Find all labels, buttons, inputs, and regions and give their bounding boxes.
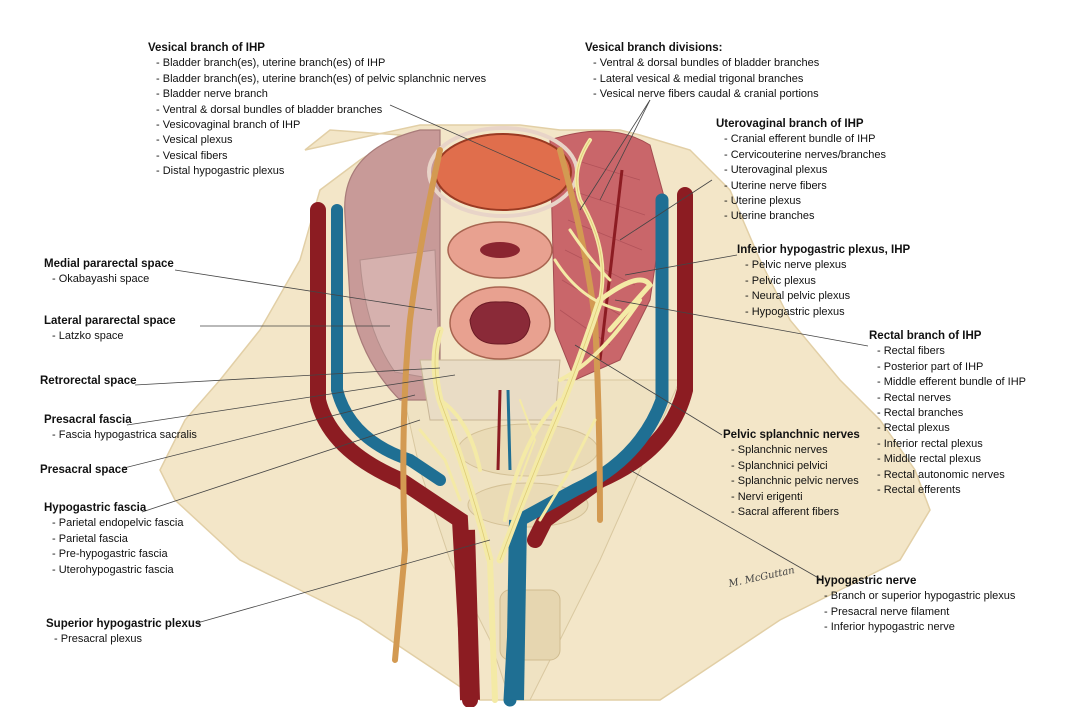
label-item: Distal hypogastric plexus [156, 164, 486, 179]
label-title: Hypogastric fascia [44, 502, 147, 514]
label-item: Presacral plexus [54, 632, 201, 647]
label-item: Bladder nerve branch [156, 87, 486, 102]
label-item: Splanchnic pelvic nerves [731, 474, 860, 489]
label-item: Ventral & dorsal bundles of bladder bran… [156, 103, 486, 118]
label-item: Inferior rectal plexus [877, 437, 1026, 452]
ovarian-artery [598, 169, 624, 361]
label-hypogastric-nerve: Hypogastric nerve Branch or superior hyp… [816, 574, 1015, 636]
label-item: Rectal fibers [877, 344, 1026, 359]
label-item: Splanchnici pelvici [731, 459, 860, 474]
label-item: Rectal efferents [877, 483, 1026, 498]
label-item: Sacral afferent fibers [731, 505, 860, 520]
label-item: Rectal nerves [877, 391, 1026, 406]
label-item: Cranial efferent bundle of IHP [724, 132, 886, 147]
label-item: Uterohypogastric fascia [52, 563, 183, 578]
left-ureter [392, 147, 443, 663]
label-item: Bladder branch(es), uterine branch(es) o… [156, 72, 486, 87]
label-title: Medial pararectal space [44, 258, 174, 270]
label-title: Pelvic splanchnic nerves [723, 429, 860, 441]
label-item: Parietal endopelvic fascia [52, 516, 184, 531]
label-presacral-fascia: Presacral fascia Fascia hypogastrica sac… [44, 413, 197, 444]
lateral-pararectal-space [359, 249, 441, 381]
label-title: Vesical branch divisions: [585, 42, 723, 54]
label-superior-hypogastric: Superior hypogastric plexus Presacral pl… [46, 617, 201, 648]
label-title: Vesical branch of IHP [148, 42, 265, 54]
label-item: Fascia hypogastrica sacralis [52, 428, 197, 443]
label-lateral-pararectal: Lateral pararectal space Latzko space [44, 314, 176, 345]
label-item: Bladder branch(es), uterine branch(es) o… [156, 56, 486, 71]
uterine-cavity [480, 242, 520, 258]
label-title: Rectal branch of IHP [869, 330, 982, 342]
label-title: Presacral fascia [44, 414, 132, 426]
label-item: Middle efferent bundle of IHP [877, 375, 1026, 390]
label-item: Lateral vesical & medial trigonal branch… [593, 72, 819, 87]
median-sacral-vein [506, 389, 512, 471]
label-title: Retrorectal space [40, 375, 137, 387]
label-item: Uterine branches [724, 209, 886, 224]
label-pelvic-splanchnic: Pelvic splanchnic nerves Splanchnic nerv… [723, 428, 860, 520]
label-uterovaginal-branch: Uterovaginal branch of IHP Cranial effer… [716, 117, 886, 225]
label-hypogastric-fascia: Hypogastric fascia Parietal endopelvic f… [44, 501, 183, 578]
label-vesical-divisions: Vesical branch divisions: Ventral & dors… [585, 41, 819, 103]
label-item: Uterine plexus [724, 194, 886, 209]
right-iliac-vein [503, 193, 669, 707]
label-item: Uterovaginal plexus [724, 163, 886, 178]
label-title: Inferior hypogastric plexus, IHP [737, 244, 911, 256]
label-item: Presacral nerve filament [824, 605, 1015, 620]
label-item: Pre-hypogastric fascia [52, 547, 183, 562]
median-sacral-artery [496, 389, 502, 471]
label-item: Latzko space [52, 329, 176, 344]
label-title: Uterovaginal branch of IHP [716, 118, 864, 130]
label-item: Parietal fascia [52, 532, 183, 547]
label-item: Vesicovaginal branch of IHP [156, 118, 486, 133]
label-title: Hypogastric nerve [816, 575, 917, 587]
label-rectal-branch: Rectal branch of IHP Rectal fibers Poste… [869, 329, 1026, 498]
label-item: Cervicouterine nerves/branches [724, 148, 886, 163]
label-item: Middle rectal plexus [877, 452, 1026, 467]
label-retrorectal: Retrorectal space [40, 374, 137, 389]
vena-cava [506, 519, 527, 701]
label-item: Vesical fibers [156, 149, 486, 164]
label-item: Uterine nerve fibers [724, 179, 886, 194]
label-item: Ventral & dorsal bundles of bladder bran… [593, 56, 820, 71]
label-title: Lateral pararectal space [44, 315, 176, 327]
label-item: Rectal plexus [877, 421, 1026, 436]
label-item: Inferior hypogastric nerve [824, 620, 1015, 635]
label-item: Vesical plexus [156, 133, 486, 148]
label-item: Pelvic plexus [745, 274, 910, 289]
label-title: Presacral space [40, 464, 128, 476]
label-presacral-space: Presacral space [40, 463, 128, 478]
nerve-network-outline [434, 139, 603, 561]
rectal-lumen [469, 301, 531, 345]
label-item: Okabayashi space [52, 272, 174, 287]
label-item: Rectal branches [877, 406, 1026, 421]
label-item: Rectal autonomic nerves [877, 468, 1026, 483]
label-vesical-branch: Vesical branch of IHP Bladder branch(es)… [148, 41, 486, 180]
label-item: Hypogastric plexus [745, 305, 910, 320]
aorta [455, 529, 480, 701]
label-item: Vesical nerve fibers caudal & cranial po… [593, 87, 819, 102]
label-ihp: Inferior hypogastric plexus, IHP Pelvic … [737, 243, 910, 320]
label-item: Neural pelvic plexus [745, 289, 910, 304]
label-item: Nervi erigenti [731, 490, 860, 505]
leader-lines [123, 99, 869, 624]
label-medial-pararectal: Medial pararectal space Okabayashi space [44, 257, 174, 288]
label-item: Branch or superior hypogastric plexus [824, 589, 1016, 604]
label-title: Superior hypogastric plexus [46, 618, 202, 630]
label-item: Pelvic nerve plexus [745, 258, 910, 273]
left-iliac-artery [310, 202, 478, 707]
label-item: Posterior part of IHP [877, 360, 1026, 375]
label-item: Splanchnic nerves [731, 443, 860, 458]
